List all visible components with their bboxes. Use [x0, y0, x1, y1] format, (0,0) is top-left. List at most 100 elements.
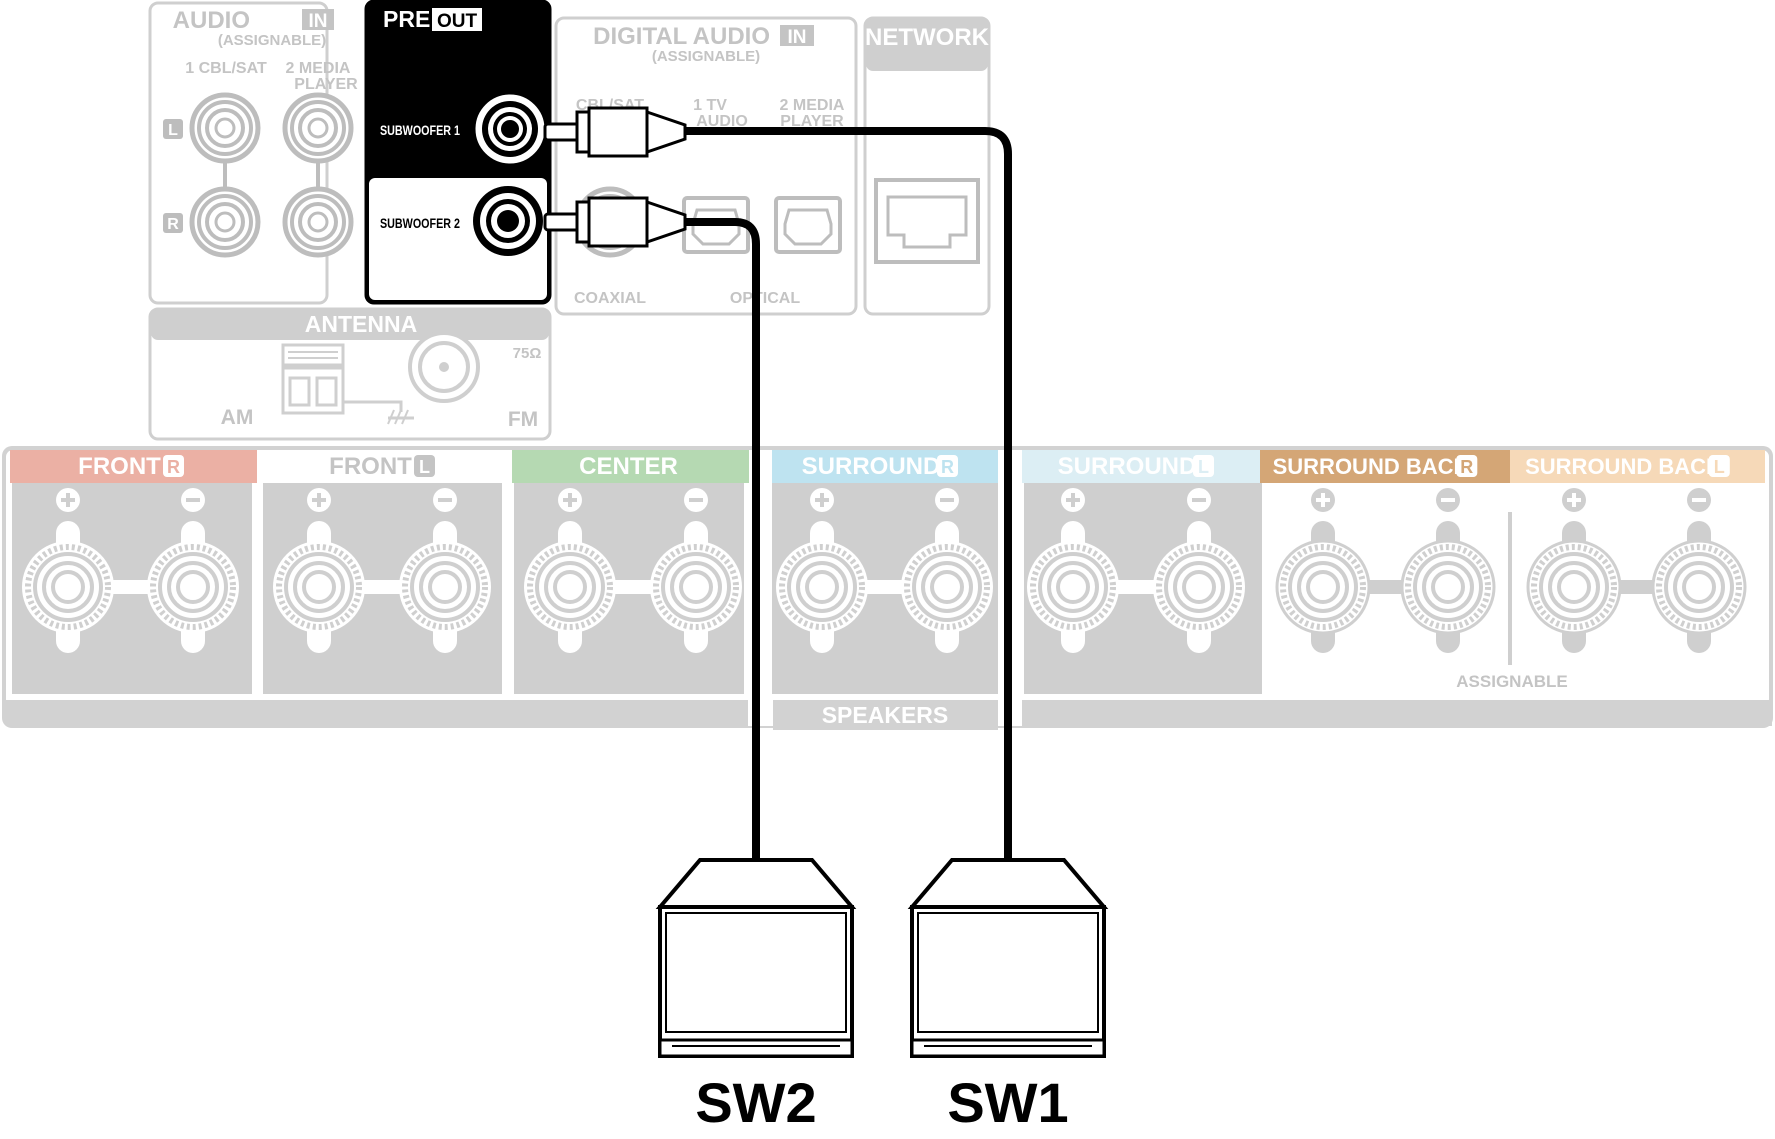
audio-in-channel-right: R	[167, 216, 179, 233]
plus-icon	[810, 488, 834, 512]
pre-out-panel: PRE OUT SUBWOOFER 1 SUBWOOFER 2	[364, 0, 552, 305]
audio-in-badge: IN	[309, 11, 328, 32]
am-label: AM	[221, 406, 254, 429]
cable-sw1	[683, 127, 1012, 862]
speaker-binding-post	[273, 521, 365, 653]
cable-sw2	[683, 218, 760, 862]
ethernet-port	[874, 178, 980, 264]
antenna-title: ANTENNA	[305, 311, 417, 337]
speaker-binding-post	[1400, 521, 1496, 653]
channel-header	[10, 450, 257, 483]
subwoofer-cables	[543, 106, 1012, 862]
digital-input3-label: 2 MEDIA	[780, 97, 845, 114]
subwoofer1-jack	[475, 94, 545, 164]
digital-input3-label-line2: PLAYER	[780, 113, 844, 130]
digital-input2-label: 1 TV	[693, 97, 727, 114]
subwoofer-sw1	[907, 858, 1109, 1058]
plus-icon	[1311, 488, 1335, 512]
speaker-binding-post	[1027, 521, 1119, 653]
plus-icon	[1061, 488, 1085, 512]
antenna-panel: ANTENNA AM FM 75Ω	[148, 307, 552, 441]
audio-in-subtitle: (ASSIGNABLE)	[218, 32, 326, 49]
optical-jack-media	[774, 196, 842, 254]
minus-icon	[1687, 488, 1711, 512]
rca-jack-audio-2r	[285, 189, 351, 255]
speaker-binding-post	[1275, 521, 1371, 653]
speaker-binding-post	[22, 521, 114, 653]
digital-input2-label-line2: AUDIO	[696, 113, 748, 130]
channel-side-label: L	[1714, 457, 1725, 477]
minus-icon	[684, 488, 708, 512]
speakers-section-label: SPEAKERS	[822, 702, 949, 728]
plus-icon	[307, 488, 331, 512]
speaker-binding-post	[901, 521, 993, 653]
audio-in-channel-left: L	[168, 122, 178, 139]
speaker-binding-post	[524, 521, 616, 653]
audio-in-input2-label-line2: PLAYER	[294, 76, 358, 93]
minus-icon	[1436, 488, 1460, 512]
speaker-binding-post	[776, 521, 868, 653]
plus-icon	[558, 488, 582, 512]
rca-jack-audio-1l	[192, 95, 258, 161]
rca-jack-audio-2l	[285, 95, 351, 161]
channel-side-badge	[937, 455, 958, 477]
channel-label: SURROUND BACK	[1273, 454, 1470, 479]
speaker-binding-post	[650, 521, 742, 653]
assignable-label: ASSIGNABLE	[1456, 672, 1567, 691]
sw1-label: SW1	[947, 1071, 1068, 1134]
plus-icon	[56, 488, 80, 512]
channel-header	[1022, 450, 1260, 483]
pre-out-badge: OUT	[437, 11, 478, 32]
minus-icon	[433, 488, 457, 512]
digital-audio-in-panel: DIGITAL AUDIO IN (ASSIGNABLE) CBL/SAT 1 …	[554, 16, 858, 316]
fm-connector	[408, 331, 480, 403]
channel-label: CENTER	[579, 453, 678, 480]
speaker-channel-group: FRONT L	[261, 450, 508, 694]
network-title: NETWORK	[865, 24, 990, 51]
channel-side-badge	[1708, 455, 1730, 477]
rca-plug-1	[543, 106, 687, 158]
digital-audio-subtitle: (ASSIGNABLE)	[652, 48, 760, 65]
minus-icon	[1187, 488, 1211, 512]
minus-icon	[181, 488, 205, 512]
digital-audio-title: DIGITAL AUDIO	[593, 23, 770, 50]
coaxial-label: COAXIAL	[574, 290, 646, 307]
subwoofer1-label: SUBWOOFER 1	[380, 122, 460, 138]
channel-side-label: R	[941, 457, 954, 477]
audio-in-title: AUDIO	[173, 7, 250, 34]
channel-side-label: L	[419, 457, 430, 477]
channel-label: SURROUND BACK	[1525, 454, 1722, 479]
channel-label: FRONT	[329, 453, 412, 480]
rca-jack-audio-1r	[192, 189, 258, 255]
minus-icon	[935, 488, 959, 512]
am-terminal	[281, 343, 414, 425]
speaker-channel-group: FRONT R	[10, 450, 257, 694]
impedance-label: 75Ω	[513, 345, 542, 362]
channel-label: FRONT	[78, 453, 161, 480]
channel-header	[512, 450, 749, 483]
speaker-binding-post	[1526, 521, 1622, 653]
channel-header	[772, 450, 998, 483]
channel-side-badge	[414, 455, 435, 477]
plus-icon	[1562, 488, 1586, 512]
channel-side-label: R	[167, 457, 180, 477]
channel-label: SURROUND	[1058, 453, 1197, 480]
channel-side-label: R	[1460, 457, 1473, 477]
speaker-binding-post	[147, 521, 239, 653]
network-panel: NETWORK	[863, 16, 991, 316]
channel-side-badge	[1193, 455, 1214, 477]
rca-plug-2	[543, 196, 687, 248]
audio-in-input2-label: 2 MEDIA	[286, 60, 351, 77]
optical-label: OPTICAL	[730, 290, 800, 307]
channel-side-label: L	[1198, 457, 1209, 477]
audio-in-input1-label: 1 CBL/SAT	[185, 60, 267, 77]
channel-label: SURROUND	[802, 453, 941, 480]
subwoofer2-label: SUBWOOFER 2	[380, 215, 460, 231]
channel-side-badge	[1456, 455, 1478, 477]
audio-in-panel: AUDIO IN (ASSIGNABLE) 1 CBL/SAT 2 MEDIA …	[148, 1, 358, 305]
